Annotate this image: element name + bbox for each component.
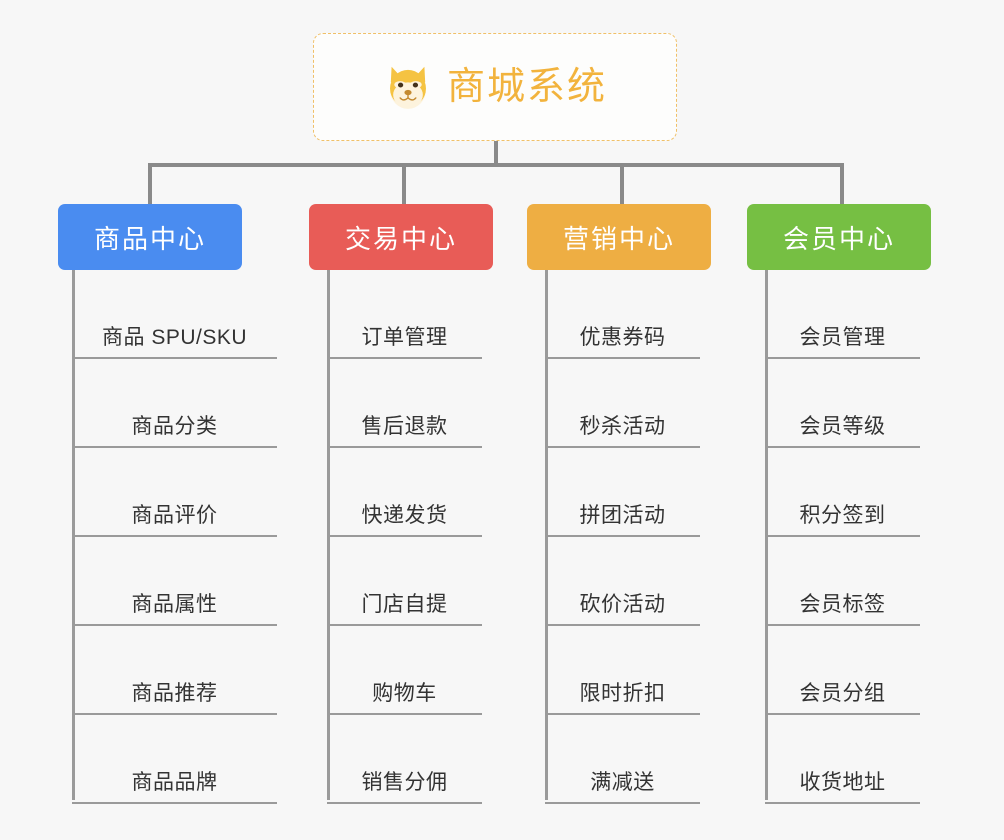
menu-item-label: 销售分佣 <box>361 771 448 794</box>
connector-drop-1 <box>148 163 152 204</box>
menu-item-label: 商品推荐 <box>131 682 218 705</box>
root-title: 商城系统 <box>446 66 607 108</box>
category-column-3: 优惠券码秒杀活动拼团活动砍价活动限时折扣满减送 <box>545 270 700 804</box>
category-header-label: 营销中心 <box>562 223 675 254</box>
menu-item[interactable]: 秒杀活动 <box>545 359 700 448</box>
menu-item[interactable]: 快递发货 <box>327 448 482 537</box>
connector-drop-4 <box>840 163 844 204</box>
menu-item[interactable]: 砍价活动 <box>545 537 700 626</box>
menu-item-label: 商品 SPU/SKU <box>101 326 248 349</box>
category-header-4[interactable]: 会员中心 <box>747 204 931 270</box>
menu-item[interactable]: 收货地址 <box>765 715 920 804</box>
root-node[interactable]: 商城系统 <box>313 33 677 141</box>
connector-root-stem <box>494 141 498 165</box>
menu-item-label: 满减送 <box>590 771 655 794</box>
menu-item-label: 订单管理 <box>361 326 448 349</box>
category-header-1[interactable]: 商品中心 <box>58 204 242 270</box>
menu-item-label: 商品分类 <box>131 415 218 438</box>
menu-item-label: 拼团活动 <box>579 504 666 527</box>
menu-item[interactable]: 售后退款 <box>327 359 482 448</box>
category-header-2[interactable]: 交易中心 <box>309 204 493 270</box>
category-column-4: 会员管理会员等级积分签到会员标签会员分组收货地址 <box>765 270 920 804</box>
menu-item[interactable]: 会员分组 <box>765 626 920 715</box>
menu-item[interactable]: 订单管理 <box>327 270 482 359</box>
dog-face-icon <box>390 66 426 109</box>
menu-item[interactable]: 商品品牌 <box>72 715 277 804</box>
menu-item[interactable]: 商品评价 <box>72 448 277 537</box>
category-header-label: 会员中心 <box>782 223 895 254</box>
menu-item-label: 商品品牌 <box>131 771 218 794</box>
menu-item-label: 积分签到 <box>799 504 886 527</box>
menu-item-label: 会员标签 <box>799 593 886 616</box>
menu-item-label: 购物车 <box>372 682 437 705</box>
category-header-label: 商品中心 <box>93 223 206 254</box>
menu-item[interactable]: 优惠券码 <box>545 270 700 359</box>
connector-horizontal-bus <box>148 163 840 167</box>
category-header-3[interactable]: 营销中心 <box>527 204 711 270</box>
menu-item[interactable]: 销售分佣 <box>327 715 482 804</box>
menu-item[interactable]: 商品分类 <box>72 359 277 448</box>
category-column-2: 订单管理售后退款快递发货门店自提购物车销售分佣 <box>327 270 482 804</box>
menu-item[interactable]: 拼团活动 <box>545 448 700 537</box>
menu-item[interactable]: 商品属性 <box>72 537 277 626</box>
menu-item-label: 砍价活动 <box>579 593 666 616</box>
menu-item-label: 快递发货 <box>361 504 448 527</box>
menu-item[interactable]: 会员管理 <box>765 270 920 359</box>
menu-item-label: 会员分组 <box>799 682 886 705</box>
menu-item[interactable]: 会员标签 <box>765 537 920 626</box>
menu-item[interactable]: 门店自提 <box>327 537 482 626</box>
menu-item-label: 秒杀活动 <box>579 415 666 438</box>
menu-item-label: 限时折扣 <box>579 682 666 705</box>
menu-item-label: 售后退款 <box>361 415 448 438</box>
menu-item-label: 会员管理 <box>799 326 886 349</box>
menu-item[interactable]: 会员等级 <box>765 359 920 448</box>
menu-item[interactable]: 限时折扣 <box>545 626 700 715</box>
category-column-1: 商品 SPU/SKU 商品分类商品评价商品属性商品推荐商品品牌 <box>72 270 277 804</box>
menu-item[interactable]: 商品 SPU/SKU <box>72 270 277 359</box>
menu-item-label: 收货地址 <box>799 771 886 794</box>
menu-item[interactable]: 积分签到 <box>765 448 920 537</box>
menu-item[interactable]: 购物车 <box>327 626 482 715</box>
menu-item-label: 门店自提 <box>361 593 448 616</box>
menu-item-label: 优惠券码 <box>579 326 666 349</box>
menu-item[interactable]: 满减送 <box>545 715 700 804</box>
menu-item-label: 会员等级 <box>799 415 886 438</box>
menu-item-label: 商品评价 <box>131 504 218 527</box>
connector-drop-2 <box>402 163 406 204</box>
category-header-label: 交易中心 <box>344 223 457 254</box>
menu-item-label: 商品属性 <box>131 593 218 616</box>
menu-item[interactable]: 商品推荐 <box>72 626 277 715</box>
connector-drop-3 <box>620 163 624 204</box>
